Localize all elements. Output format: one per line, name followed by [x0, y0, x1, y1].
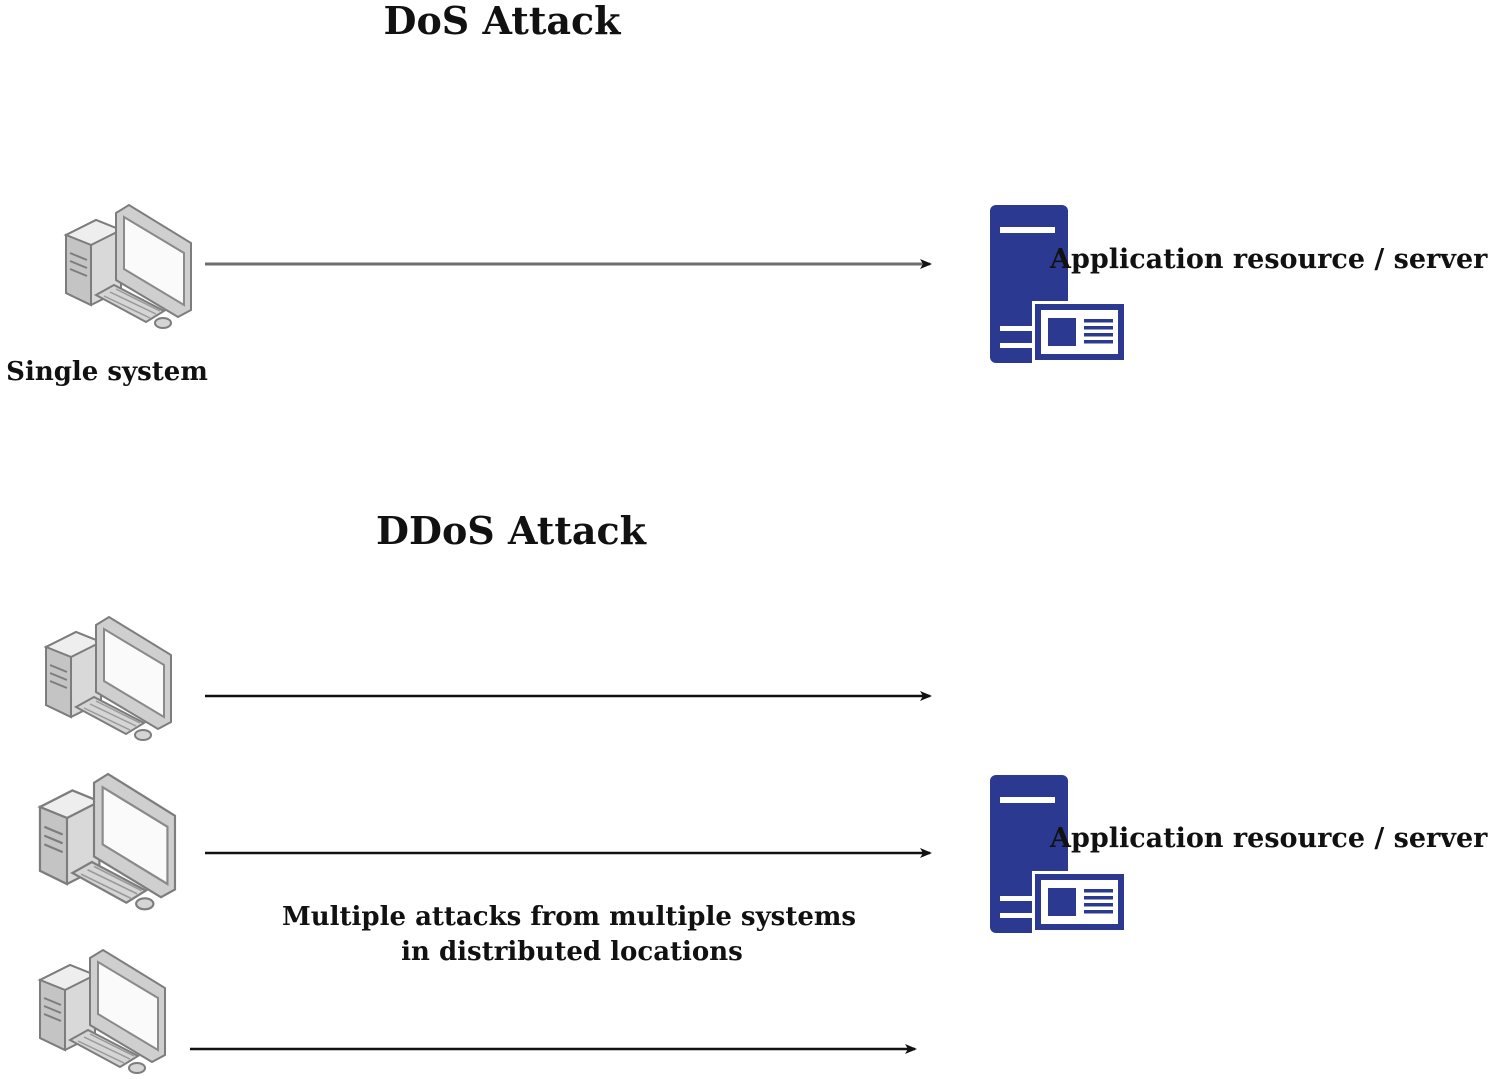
- ddos-description-line-2: in distributed locations: [401, 937, 743, 967]
- application-server-icon: [990, 205, 1127, 363]
- desktop-computer-icon: [39, 949, 166, 1074]
- desktop-computer-icon: [65, 204, 192, 329]
- dos-title: DoS Attack: [384, 0, 622, 43]
- dos-server-label: Application resource / server: [1049, 244, 1488, 275]
- ddos-server-label: Application resource / server: [1049, 823, 1488, 854]
- ddos-title: DDoS Attack: [376, 508, 647, 553]
- desktop-computer-icon: [38, 772, 177, 911]
- single-system-label: Single system: [6, 357, 208, 387]
- ddos-description-line-1: Multiple attacks from multiple systems: [282, 902, 856, 932]
- desktop-computer-icon: [45, 616, 172, 741]
- application-server-icon: [990, 775, 1127, 933]
